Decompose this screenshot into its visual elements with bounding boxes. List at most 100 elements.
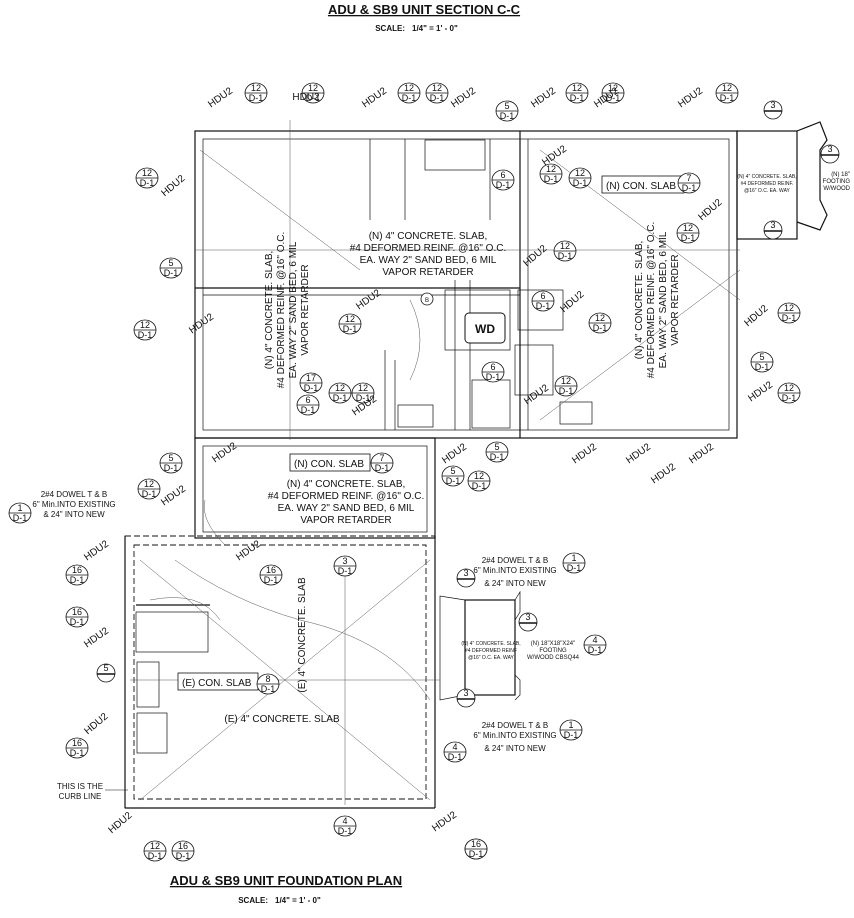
detail-sheet: D-1 [570,93,585,103]
detail-sheet: D-1 [573,178,588,188]
svg-text:FOOTING: FOOTING [539,648,567,654]
section-cut-marker-4: 3 [820,144,840,164]
b-marker: B [420,292,434,306]
detail-sheet: D-1 [164,268,179,278]
hdu-label-4: HDU2 [529,85,558,110]
detail-sheet: D-1 [70,575,85,585]
detail-tag-6-24: 6D-1 [296,394,320,416]
hdu-label-24: HDU2 [159,483,188,508]
section-cut-marker-6: 5 [96,663,116,683]
detail-tag-7-11: 7D-1 [677,172,701,194]
detail-tag-12-9: 12D-1 [539,163,563,185]
detail-sheet: D-1 [264,575,279,585]
section-scale-value: 1/4" = 1' - 0" [412,24,458,33]
detail-tag-5-21: 5D-1 [750,351,774,373]
detail-sheet: D-1 [559,386,574,396]
svg-text:(N) CON. SLAB: (N) CON. SLAB [294,459,364,470]
detail-number: 4 [592,635,597,645]
detail-sheet: D-1 [782,393,797,403]
detail-number: 5 [168,258,173,268]
detail-sheet: D-1 [140,178,155,188]
detail-tag-12-15: 12D-1 [676,222,700,244]
detail-sheet: D-1 [536,301,551,311]
detail-sheet: D-1 [593,323,608,333]
svg-text:2#4 DOWEL T & B: 2#4 DOWEL T & B [482,556,549,565]
detail-number: 5 [494,442,499,452]
section-cut-number: 3 [770,220,775,230]
detail-number: 5 [450,466,455,476]
svg-text:FOOTING: FOOTING [823,179,851,185]
plan-scale-value: 1/4" = 1' - 0" [275,896,321,905]
detail-number: 5 [168,453,173,463]
svg-text:6" Min.INTO EXISTING: 6" Min.INTO EXISTING [473,566,556,575]
detail-sheet: D-1 [469,849,484,859]
detail-number: 12 [722,83,732,93]
svg-text:2#4 DOWEL T & B: 2#4 DOWEL T & B [41,490,108,499]
detail-tag-4-41: 4D-1 [583,634,607,656]
dowel-note-left: 2#4 DOWEL T & B 6" Min.INTO EXISTING & 2… [32,490,115,519]
detail-sheet: D-1 [682,183,697,193]
detail-sheet: D-1 [558,251,573,261]
detail-tag-12-19: 12D-1 [588,312,612,334]
detail-number: 12 [358,383,368,393]
detail-tag-16-44: 16D-1 [65,737,89,759]
detail-sheet: D-1 [148,851,163,861]
detail-tag-12-10: 12D-1 [568,167,592,189]
detail-sheet: D-1 [301,405,316,415]
detail-sheet: D-1 [306,93,321,103]
svg-text:W/WOOD CBSQ44: W/WOOD CBSQ44 [527,655,580,661]
svg-text:(N) 18": (N) 18" [831,172,850,178]
hdu-label-25: HDU2 [82,538,111,563]
detail-tag-12-20: 12D-1 [777,302,801,324]
svg-text:& 24" INTO NEW: & 24" INTO NEW [484,744,546,753]
detail-sheet: D-1 [496,180,511,190]
detail-number: 12 [474,471,484,481]
detail-number: 5 [759,352,764,362]
detail-tag-6-18: 6D-1 [531,290,555,312]
detail-tag-16-40: 16D-1 [65,606,89,628]
detail-number: 12 [546,164,556,174]
hdu-label-29: HDU2 [106,810,134,836]
section-cut-marker-5: 3 [518,612,538,632]
detail-number: 1 [568,720,573,730]
svg-text:(N) CON. SLAB: (N) CON. SLAB [606,181,676,192]
detail-sheet: D-1 [486,372,501,382]
dowel-note-right-bottom: 2#4 DOWEL T & B 6" Min.INTO EXISTING & 2… [473,721,556,753]
west-slab-note: (N) 4" CONCRETE. SLAB, #4 DEFORMED REINF… [264,232,311,389]
detail-number: 12 [335,383,345,393]
detail-tag-17-23: 17D-1 [299,372,323,394]
svg-text:6" Min.INTO EXISTING: 6" Min.INTO EXISTING [32,500,115,509]
detail-sheet: D-1 [490,452,505,462]
detail-sheet: D-1 [261,684,276,694]
detail-sheet: D-1 [402,93,417,103]
detail-number: 3 [342,556,347,566]
svg-text:WD: WD [475,322,495,336]
detail-number: 6 [540,291,545,301]
detail-tag-12-1: 12D-1 [301,82,325,104]
west-note-line4: VAPOR RETARDER [300,264,311,355]
detail-number: 12 [784,303,794,313]
detail-sheet: D-1 [755,362,770,372]
detail-sheet: D-1 [249,93,264,103]
detail-tag-12-16: 12D-1 [133,319,157,341]
svg-text:#4 DEFORMED REINF: #4 DEFORMED REINF [465,648,517,654]
detail-number: 4 [342,816,347,826]
svg-text:(N) 18"X18"X24": (N) 18"X18"X24" [531,641,575,647]
north-note-line1: (N) 4" CONCRETE. SLAB, [369,231,488,242]
detail-tag-16-49: 16D-1 [171,840,195,862]
detail-number: 16 [72,565,82,575]
detail-number: 12 [560,241,570,251]
west-note-line2: #4 DEFORMED REINF. @16" O.C. [276,232,287,389]
middle-wing-walls [194,437,436,539]
detail-tag-12-0: 12D-1 [244,82,268,104]
hdu-label-28: HDU2 [82,711,110,737]
svg-text:#4 DEFORMED REINF.: #4 DEFORMED REINF. [741,181,794,187]
hdu-label-0: HDU2 [206,85,235,110]
detail-number: 12 [575,168,585,178]
detail-number: 12 [608,83,618,93]
section-cut-number: 5 [103,663,108,673]
svg-text:@16" O.C. EA. WAY: @16" O.C. EA. WAY [744,188,790,194]
hdu-label-6: HDU2 [676,85,705,110]
